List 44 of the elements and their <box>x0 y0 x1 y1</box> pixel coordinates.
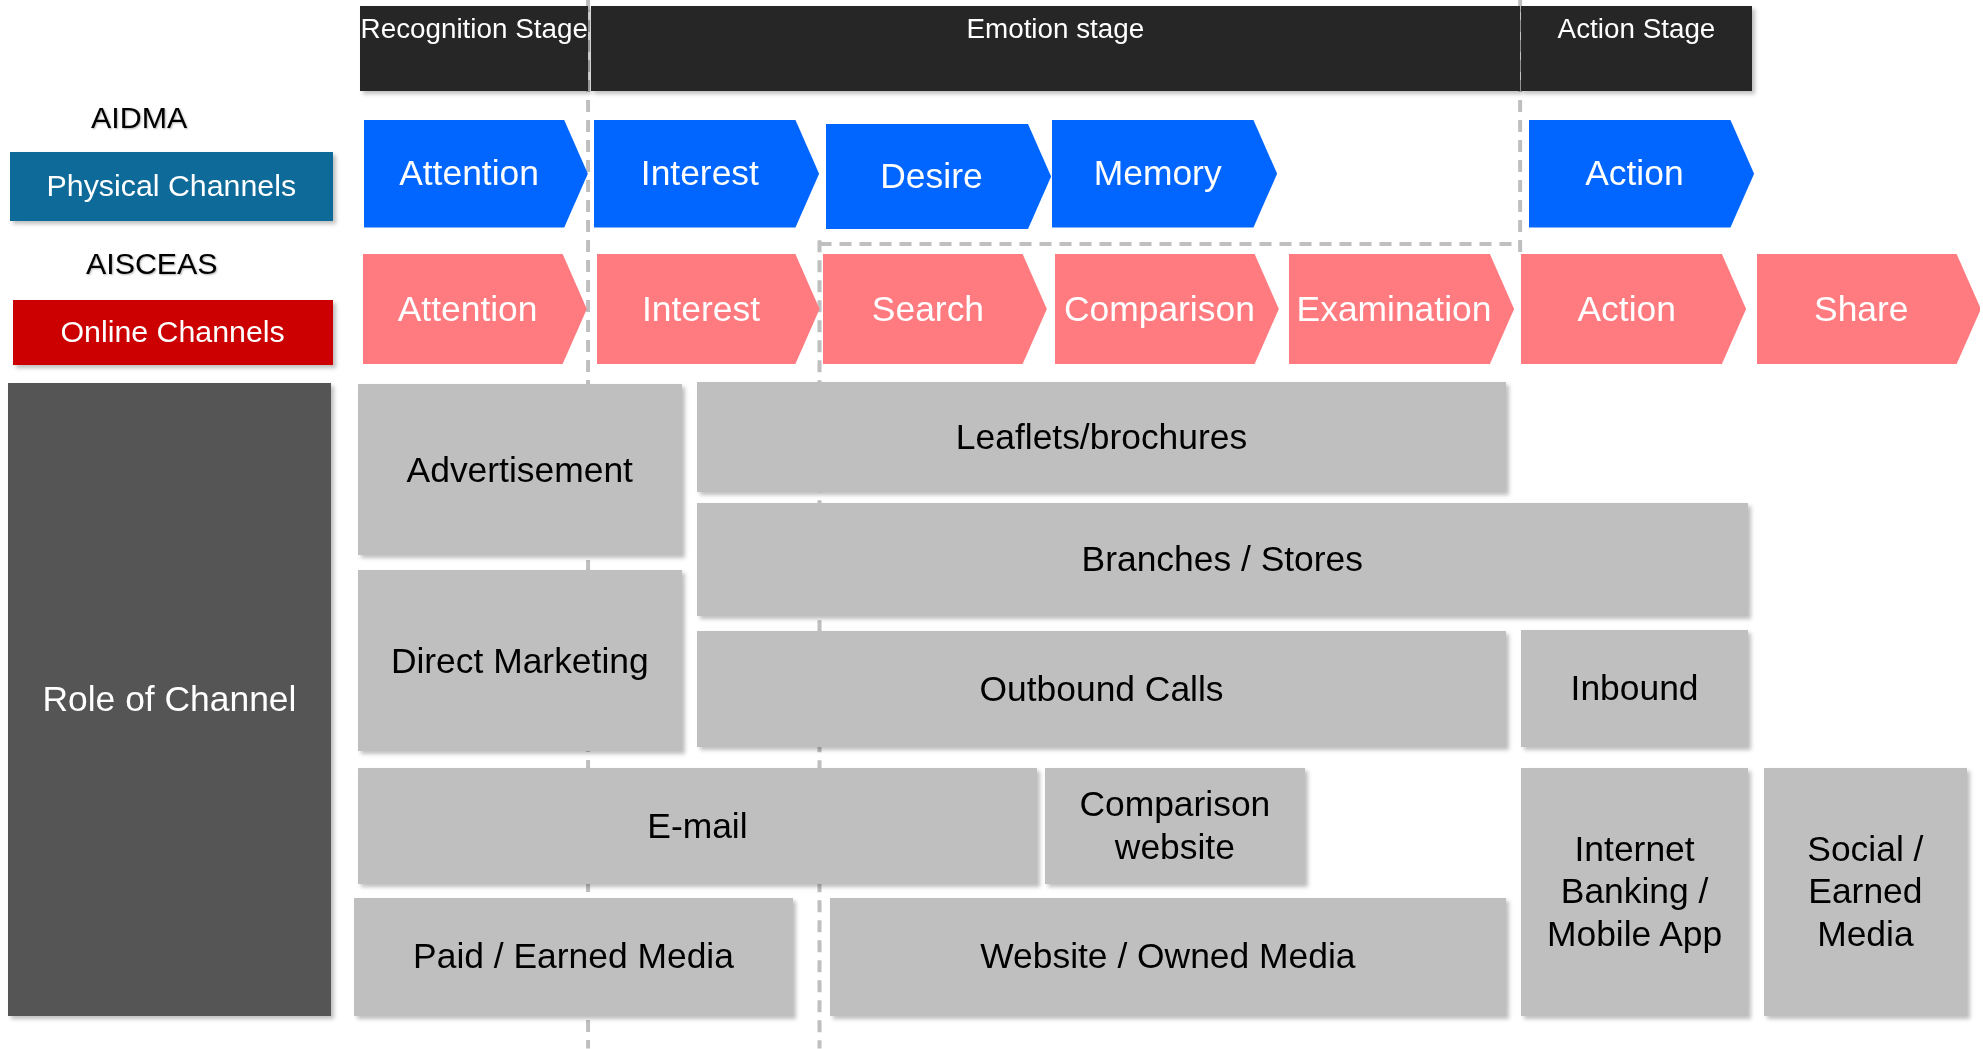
chevron-step <box>1054 254 1279 365</box>
channel-label-box: Physical Channels <box>10 151 333 222</box>
row-header-panel: Role of Channel <box>7 383 332 1016</box>
chevron-step <box>364 120 589 228</box>
step-label: Action <box>1585 153 1685 195</box>
channel-box: Paid / Earned Media <box>354 897 793 1016</box>
step-label: Comparison <box>1063 288 1256 330</box>
channel-box: Direct Marketing <box>357 570 682 752</box>
channel-box: Website / Owned Media <box>829 897 1507 1016</box>
channel-box: Internet Banking / Mobile App <box>1521 767 1748 1016</box>
chevron-step <box>1288 254 1514 365</box>
step-label: Memory <box>1093 153 1223 195</box>
stage-header: Action Stage <box>1521 6 1752 92</box>
chevron-step <box>362 254 587 365</box>
step-label: Attention <box>399 153 540 195</box>
channel-box: Social / Earned Media <box>1764 767 1967 1016</box>
step-label: Interest <box>640 153 760 195</box>
chevron-step <box>596 254 820 365</box>
step-label: Desire <box>880 155 984 197</box>
step-label: Attention <box>397 288 539 330</box>
stage-header: Recognition Stage <box>360 6 589 92</box>
channel-box: Branches / Stores <box>696 503 1748 616</box>
step-label: Action <box>1577 288 1677 330</box>
stage-header: Emotion stage <box>590 6 1521 92</box>
channel-box: Advertisement <box>357 384 682 556</box>
channel-label-box: Online Channels <box>12 299 333 366</box>
channel-box: E-mail <box>357 767 1037 884</box>
chevron-step <box>1521 254 1747 365</box>
chevron-step <box>1052 120 1278 228</box>
chevron-step <box>823 254 1048 365</box>
chevron-step <box>1528 120 1755 228</box>
channel-box: Outbound Calls <box>696 631 1507 748</box>
step-label: Examination <box>1296 288 1493 330</box>
step-label: Share <box>1814 288 1910 330</box>
channel-box: Comparison website <box>1044 767 1306 884</box>
chevron-step <box>594 120 820 228</box>
channel-box: Leaflets/brochures <box>696 381 1507 492</box>
model-name: AISCEAS <box>84 246 219 281</box>
channel-box: Inbound <box>1521 629 1748 748</box>
chevron-step <box>825 123 1051 229</box>
chevron-step <box>1756 254 1981 365</box>
model-name: AIDMA <box>90 101 189 136</box>
step-label: Interest <box>641 288 761 330</box>
step-label: Search <box>871 288 986 330</box>
